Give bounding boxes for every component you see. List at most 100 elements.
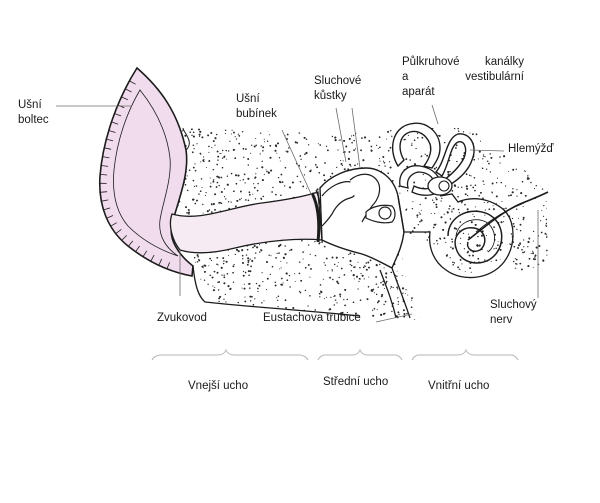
stipple-dot xyxy=(530,274,533,277)
stipple-dot xyxy=(299,293,302,296)
stipple-dot xyxy=(222,261,224,264)
stipple-dot xyxy=(356,163,359,165)
stipple-dot xyxy=(542,292,545,295)
stipple-dot xyxy=(423,303,425,305)
stipple-dot xyxy=(190,128,193,131)
stipple-dot xyxy=(216,271,219,274)
stipple-dot xyxy=(459,243,461,245)
stipple-dot xyxy=(323,179,326,182)
stipple-dot xyxy=(342,257,344,259)
stipple-dot xyxy=(375,144,378,146)
stipple-dot xyxy=(294,128,297,131)
stipple-dot xyxy=(256,167,258,170)
stipple-dot xyxy=(301,239,303,242)
stipple-dot xyxy=(334,299,337,301)
stipple-dot xyxy=(243,156,245,158)
brace-outer xyxy=(151,348,309,361)
stipple-dot xyxy=(247,164,250,166)
stipple-dot xyxy=(497,280,500,283)
stipple-dot xyxy=(328,281,331,284)
stipple-dot xyxy=(253,302,254,303)
stipple-dot xyxy=(384,165,386,167)
stipple-dot xyxy=(233,190,235,193)
auricle-hair xyxy=(100,174,108,176)
label-canals-line2: a vestibulární xyxy=(402,70,524,85)
stipple-dot xyxy=(261,272,263,274)
stipple-dot xyxy=(543,242,545,244)
stipple-dot xyxy=(208,151,210,153)
stipple-dot xyxy=(221,166,224,169)
stipple-dot xyxy=(468,174,471,176)
stipple-dot xyxy=(280,267,282,269)
stipple-dot xyxy=(249,311,252,313)
stipple-dot xyxy=(546,214,548,216)
stipple-dot xyxy=(478,282,480,284)
stipple-dot xyxy=(385,280,388,283)
stipple-dot xyxy=(290,248,293,251)
stipple-dot xyxy=(378,136,381,138)
stipple-dot xyxy=(198,128,200,129)
stipple-dot xyxy=(314,254,317,257)
stipple-dot xyxy=(487,285,491,288)
stipple-dot xyxy=(398,261,401,264)
stipple-dot xyxy=(181,276,184,279)
label-auditory-nerve: Sluchový nerv xyxy=(490,298,537,328)
stipple-dot xyxy=(535,139,537,141)
label-eardrum-line2: bubínek xyxy=(236,108,277,120)
stipple-dot xyxy=(497,282,500,285)
stipple-dot xyxy=(238,142,241,145)
stipple-dot xyxy=(267,129,270,132)
label-canals-word2: kanálky xyxy=(485,56,524,68)
stipple-dot xyxy=(210,131,213,135)
stipple-dot xyxy=(250,265,252,268)
label-ear-auricle: Ušní boltec xyxy=(18,98,49,128)
stipple-dot xyxy=(503,155,506,158)
stipple-dot xyxy=(260,246,262,249)
stipple-dot xyxy=(547,196,548,198)
stipple-dot xyxy=(479,286,482,289)
stipple-dot xyxy=(200,301,202,303)
stipple-dot xyxy=(196,254,199,257)
stipple-dot xyxy=(466,208,469,211)
stipple-dot xyxy=(472,213,474,215)
auricle-hair xyxy=(166,262,170,269)
stipple-dot xyxy=(510,197,512,199)
stipple-dot xyxy=(220,258,222,261)
label-eardrum-line1: Ušní xyxy=(236,93,260,105)
stipple-dot xyxy=(404,274,406,276)
stipple-dot xyxy=(214,137,217,140)
stipple-dot xyxy=(390,286,393,288)
stipple-dot xyxy=(227,285,230,288)
stipple-dot xyxy=(542,177,545,180)
stipple-dot xyxy=(319,296,321,298)
stipple-dot xyxy=(455,147,457,149)
stipple-dot xyxy=(375,293,378,296)
stipple-dot xyxy=(336,302,338,304)
stipple-dot xyxy=(488,268,491,271)
stipple-dot xyxy=(405,288,407,291)
stipple-dot xyxy=(361,125,362,126)
oval-window xyxy=(378,206,392,220)
stipple-dot xyxy=(300,277,302,279)
stipple-dot xyxy=(389,166,392,169)
stipple-dot xyxy=(239,250,242,253)
stipple-dot xyxy=(512,194,514,197)
stipple-dot xyxy=(319,284,322,286)
stipple-dot xyxy=(372,314,375,317)
stipple-dot xyxy=(367,261,370,264)
stipple-dot xyxy=(409,284,412,287)
stipple-dot xyxy=(542,250,545,253)
stipple-dot xyxy=(439,237,441,240)
stipple-dot xyxy=(318,292,321,295)
stipple-dot xyxy=(241,261,245,265)
stipple-dot xyxy=(341,164,344,167)
stipple-dot xyxy=(331,269,333,271)
stipple-dot xyxy=(272,291,275,294)
stipple-dot xyxy=(510,194,512,197)
stipple-dot xyxy=(542,259,545,262)
stipple-dot xyxy=(280,173,283,176)
stipple-dot xyxy=(417,224,419,226)
stipple-dot xyxy=(421,295,424,298)
stipple-dot xyxy=(217,155,220,158)
stipple-dot xyxy=(532,202,534,205)
